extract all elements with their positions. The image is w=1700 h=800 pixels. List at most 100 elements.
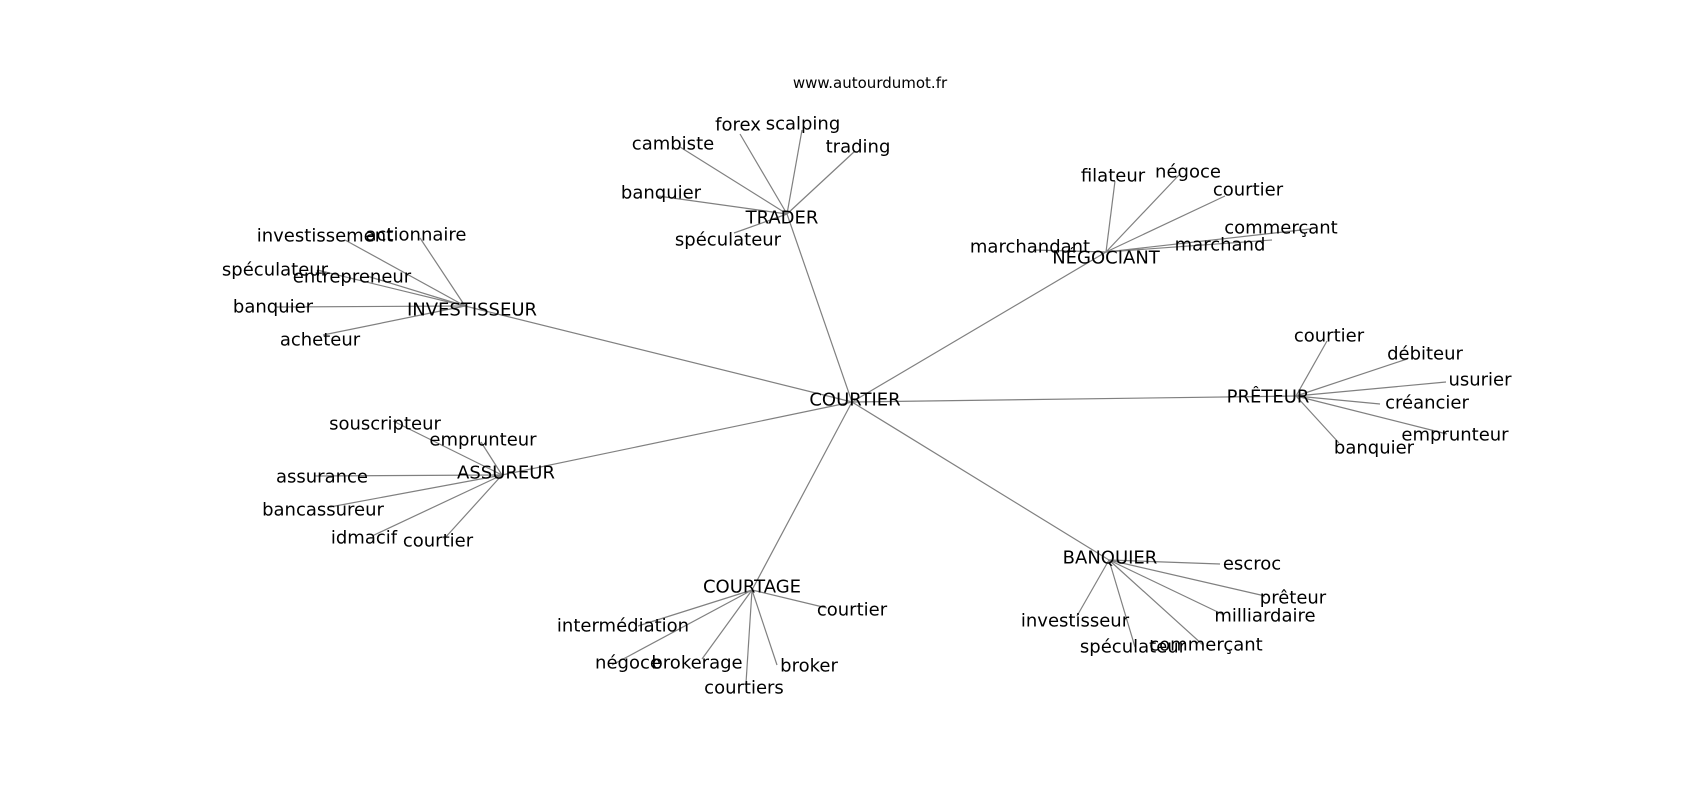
edge-hub-word — [313, 474, 503, 477]
edge-hub-word — [1108, 559, 1221, 565]
word-node-label: négoce — [1155, 162, 1221, 183]
word-node-label: scalping — [766, 114, 841, 135]
hub-node-label: INVESTISSEUR — [407, 300, 537, 321]
edge-center-hub — [851, 401, 1110, 561]
word-node-label: assurance — [276, 467, 368, 488]
edge-hub-word — [1032, 249, 1107, 253]
word-node-label: banquier — [233, 297, 314, 318]
word-node-label: milliardaire — [1214, 606, 1315, 627]
word-node-label: courtier — [403, 531, 474, 552]
edge-hub-word — [739, 133, 788, 215]
word-node-label: banquier — [621, 183, 702, 204]
edge-hub-word — [679, 146, 788, 215]
word-node-label: escroc — [1223, 554, 1281, 575]
edge-hub-word — [1108, 559, 1136, 648]
graph-edges — [274, 129, 1448, 684]
edge-hub-word — [1108, 559, 1225, 616]
word-node-label: idmacif — [331, 528, 398, 549]
edge-hub-word — [1295, 395, 1381, 405]
edge-hub-word — [1105, 195, 1226, 253]
edge-hub-word — [786, 129, 803, 215]
edge-hub-word — [419, 237, 466, 307]
edge-hub-word — [1295, 358, 1408, 397]
word-node-label: cambiste — [632, 134, 714, 155]
edge-hub-word — [392, 420, 503, 476]
edge-center-hub — [464, 305, 853, 403]
edge-center-hub — [851, 251, 1107, 403]
word-node-label: commerçant — [1149, 635, 1262, 656]
word-node-label: négoce — [595, 653, 661, 674]
word-node-label: souscripteur — [329, 414, 441, 435]
edge-hub-word — [745, 589, 753, 684]
word-node-label: forex — [715, 115, 761, 136]
edge-center-hub — [751, 401, 853, 591]
edge-hub-word — [371, 474, 503, 537]
edge-hub-word — [657, 195, 788, 215]
word-node-label: marchandant — [970, 237, 1090, 258]
edge-hub-word — [344, 239, 466, 307]
word-node-label: intermédiation — [557, 616, 689, 637]
word-node-label: spéculateur — [222, 260, 329, 281]
word-node-label: débiteur — [1387, 344, 1463, 365]
edge-hub-word — [733, 213, 788, 234]
edge-hub-word — [1295, 395, 1340, 444]
word-node-label: broker — [780, 656, 838, 677]
word-node-label: bancassureur — [262, 500, 384, 521]
word-node-label: emprunteur — [1401, 425, 1509, 446]
edge-hub-word — [1295, 340, 1328, 397]
word-node-label: spéculateur — [675, 230, 782, 251]
center-node-label: COURTIER — [809, 390, 900, 411]
edge-hub-word — [1295, 381, 1447, 397]
edge-hub-word — [274, 305, 466, 308]
edge-hub-word — [611, 589, 753, 666]
word-node-label: prêteur — [1260, 588, 1327, 609]
hub-node-label: PRÊTEUR — [1227, 386, 1310, 408]
hub-node-label: NÉGOCIANT — [1052, 247, 1161, 269]
word-node-label: investisseur — [1021, 611, 1130, 632]
edge-hub-word — [480, 441, 503, 476]
source-text: www.autourdumot.fr — [793, 74, 948, 92]
edge-center-hub — [851, 395, 1297, 403]
edge-hub-word — [751, 589, 778, 666]
edge-hub-word — [637, 589, 753, 627]
hub-node-label: TRADER — [745, 208, 819, 229]
word-node-label: courtier — [1294, 326, 1365, 347]
hub-node-label: BANQUIER — [1063, 548, 1158, 569]
word-node-label: investissement — [257, 226, 393, 247]
hub-node-label: ASSUREUR — [457, 463, 555, 484]
word-node-label: courtier — [1213, 180, 1284, 201]
word-node-label: trading — [826, 137, 891, 158]
word-node-label: banquier — [1334, 438, 1415, 459]
edge-hub-word — [1295, 395, 1448, 435]
hub-node-label: COURTAGE — [703, 577, 801, 598]
word-node-label: emprunteur — [429, 430, 537, 451]
edge-hub-word — [322, 305, 466, 336]
word-node-label: courtier — [817, 600, 888, 621]
edge-hub-word — [329, 474, 503, 508]
word-node-label: brokerage — [651, 653, 742, 674]
edge-hub-word — [443, 474, 503, 540]
edge-hub-word — [786, 150, 856, 215]
edge-hub-word — [1105, 228, 1311, 253]
edge-hub-word — [701, 589, 753, 660]
word-node-label: entrepreneur — [293, 267, 412, 288]
edge-hub-word — [1105, 239, 1273, 253]
word-node-label: acheteur — [280, 330, 361, 351]
edge-center-hub — [501, 401, 853, 476]
word-node-label: filateur — [1081, 166, 1146, 187]
edge-hub-word — [366, 275, 466, 307]
edge-hub-word — [751, 589, 828, 609]
edge-center-hub — [786, 213, 853, 403]
word-node-label: créancier — [1385, 393, 1469, 414]
edge-hub-word — [1105, 180, 1116, 253]
word-node-label: marchand — [1175, 235, 1266, 256]
edge-hub-word — [1108, 559, 1266, 597]
word-node-label: commerçant — [1224, 218, 1337, 239]
edge-hub-word — [316, 269, 466, 307]
word-node-label: actionnaire — [366, 225, 467, 246]
word-node-label: courtiers — [704, 678, 784, 699]
edge-hub-word — [1105, 174, 1180, 253]
edge-hub-word — [1108, 559, 1204, 646]
edge-hub-word — [1076, 559, 1110, 617]
